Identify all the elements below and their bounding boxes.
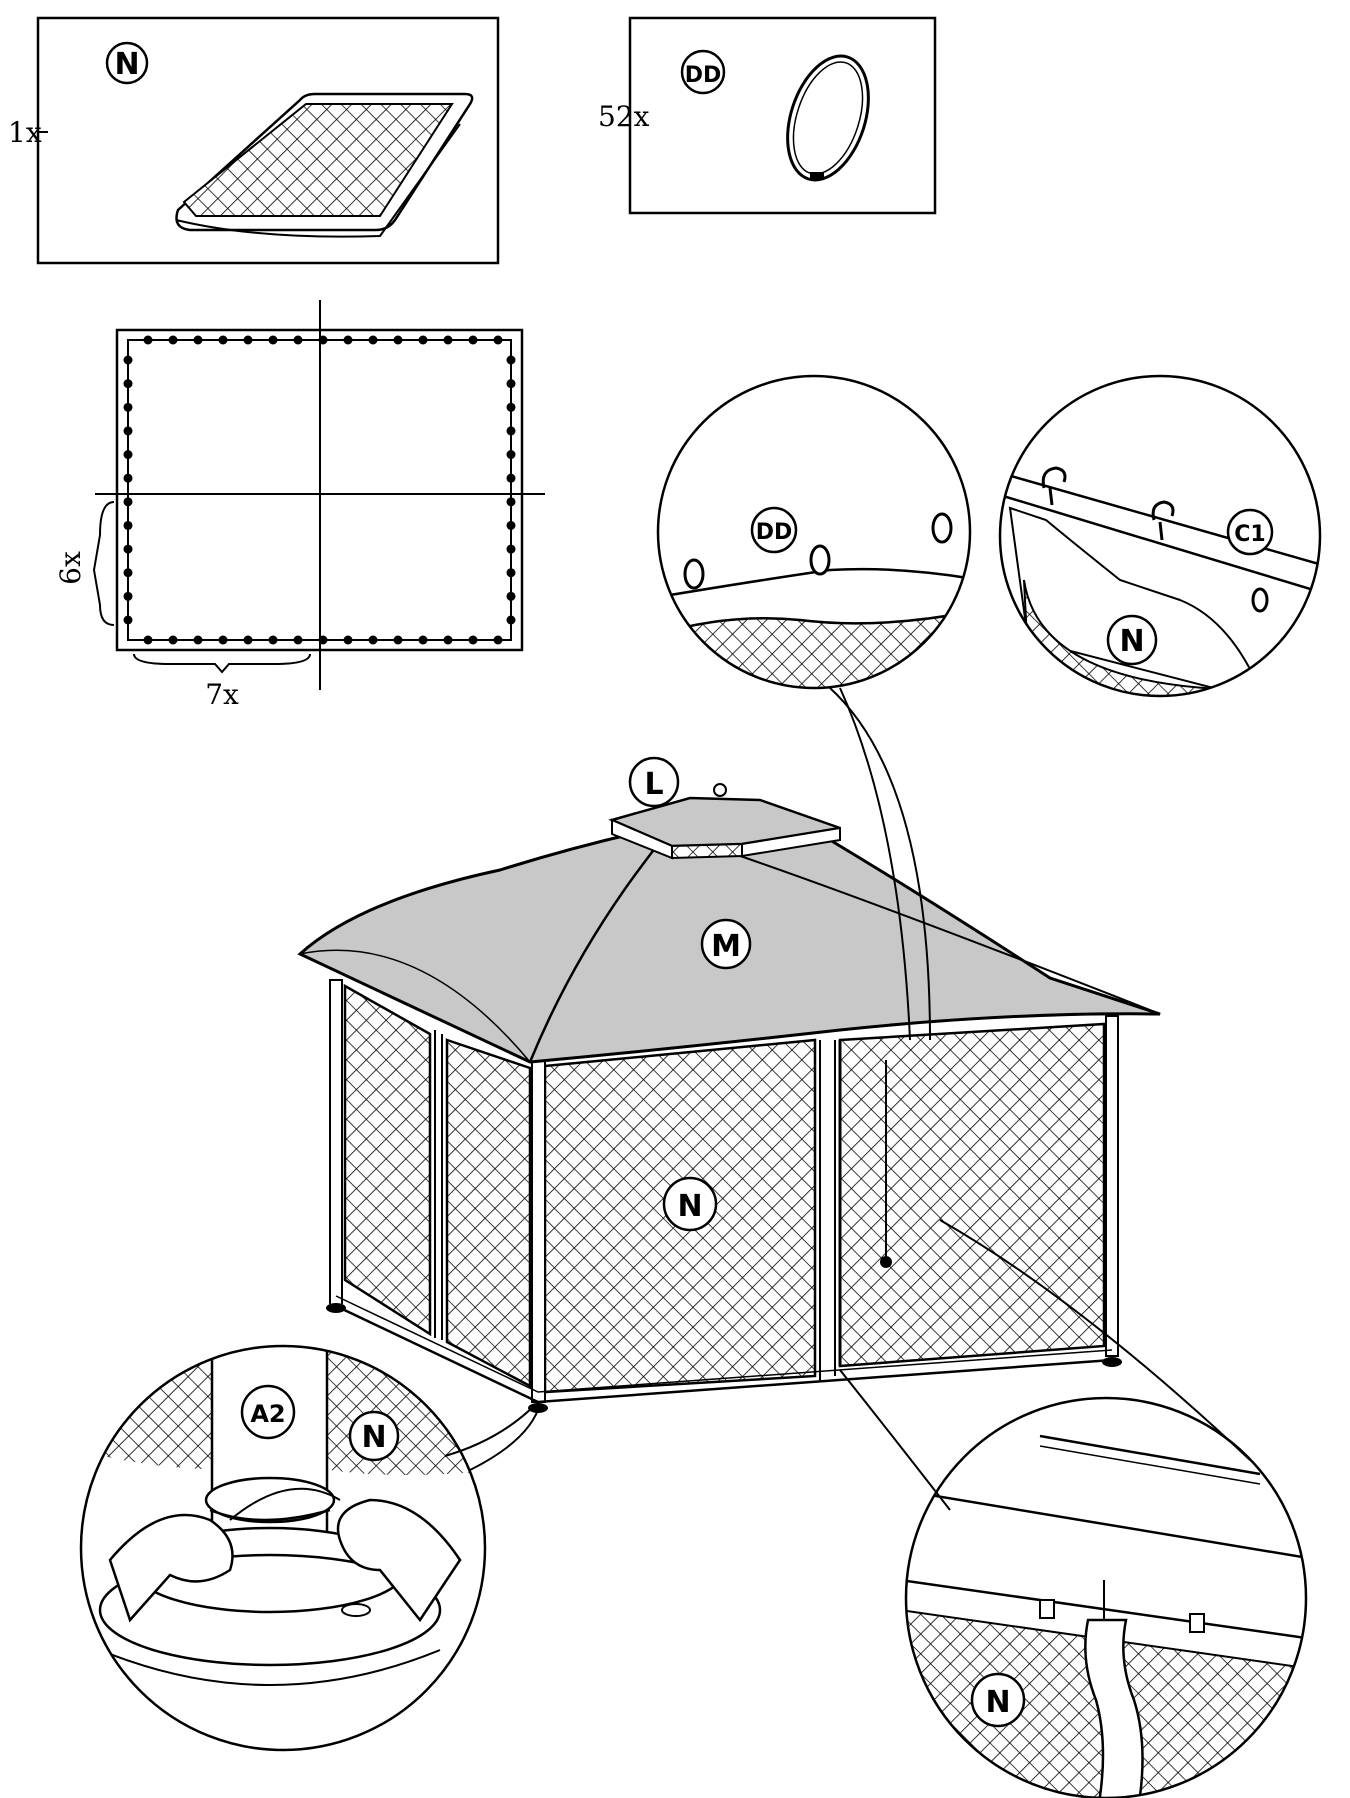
ring-dot [123,568,133,578]
ring-dot [506,544,516,554]
ring-dot [368,635,378,645]
ring-dot [293,335,303,345]
part-box-netting: N 1x [8,16,500,265]
ring-dot [168,635,178,645]
ring-dot [506,591,516,601]
ring-dot [318,635,328,645]
ring-dot [443,635,453,645]
post-detail-net-label: N [361,1420,386,1455]
left-hand [108,1513,234,1623]
ring-dot [143,635,153,645]
hook-detail-net-label: N [1119,624,1144,659]
ring-dot [506,402,516,412]
netting-quantity: 1x [8,116,42,149]
zipper-detail-net-label: N [985,1685,1010,1720]
ring-dot [123,426,133,436]
front-mesh-panel-right [838,1022,1106,1368]
ring-dot [193,335,203,345]
ring-dot [468,635,478,645]
netting-label: N [114,47,139,82]
right-hand [336,1498,462,1623]
post-front-right [1105,1015,1119,1357]
ring-layout-plan: 6x 7x [54,300,545,711]
ring-dot [493,335,503,345]
ring-dot [123,450,133,460]
ring-dot [506,450,516,460]
left-mesh-panel-back [343,983,432,1337]
ring-dot [418,335,428,345]
ring-dot [506,473,516,483]
ring-quantity: 52x [598,100,650,133]
detail-post-tie-a2: A2 N [79,1344,541,1752]
ring-dot [443,335,453,345]
bottom-count-brace [133,653,311,674]
detail-hooks-c1: C1 N [998,374,1322,698]
ring-label: DD [685,63,722,88]
ring-dot [123,520,133,530]
ring-dot [368,335,378,345]
hook-detail-part-label: C1 [1234,522,1265,547]
ring-dot [243,635,253,645]
ring-dot [506,355,516,365]
gazebo-illustration: L M N [297,756,1161,1413]
ring-dot [493,635,503,645]
ring-dot [123,497,133,507]
ring-label-circle [680,49,726,95]
ring-dot [506,520,516,530]
ring-dot [468,335,478,345]
ring-dot [123,615,133,625]
netting-panel-label: N [677,1189,702,1224]
top-cap-label: L [644,767,663,802]
side-count-label: 6x [54,551,87,585]
left-mesh-panel-front [445,1038,532,1389]
ring-dot [318,335,328,345]
ring-dot [243,335,253,345]
netting-bundle-illustration [175,92,474,238]
part-box-ring: DD 52x [598,16,937,215]
ring-dot [393,635,403,645]
ring-dot [393,335,403,345]
ring-dot [343,335,353,345]
ring-dot [218,635,228,645]
post-detail-post-label: A2 [250,1400,285,1428]
post-back-left [329,979,343,1307]
ring-dot [506,379,516,389]
ring-illustration [786,54,870,182]
ring-dot [123,379,133,389]
ring-dot [506,615,516,625]
side-count-brace [92,501,115,626]
ring-dot [293,635,303,645]
canopy-label: M [711,929,741,964]
ring-dot [218,335,228,345]
ring-dot [268,335,278,345]
ring-dot [506,426,516,436]
ring-dots [123,335,516,645]
ring-dot [193,635,203,645]
ring-dot [143,335,153,345]
bottom-count-label: 7x [205,678,239,711]
ring-dot [123,402,133,412]
post-front-corner [531,1059,546,1403]
ring-dot [123,591,133,601]
ring-dot [123,473,133,483]
ring-dot [343,635,353,645]
rings-detail-label: DD [756,520,793,545]
ring-dot [123,544,133,554]
ring-dot [168,335,178,345]
ring-dot [268,635,278,645]
ring-dot [418,635,428,645]
ring-dot [123,355,133,365]
ring-dot [506,568,516,578]
ring-dot [506,497,516,507]
netting-label-circle [105,41,149,85]
